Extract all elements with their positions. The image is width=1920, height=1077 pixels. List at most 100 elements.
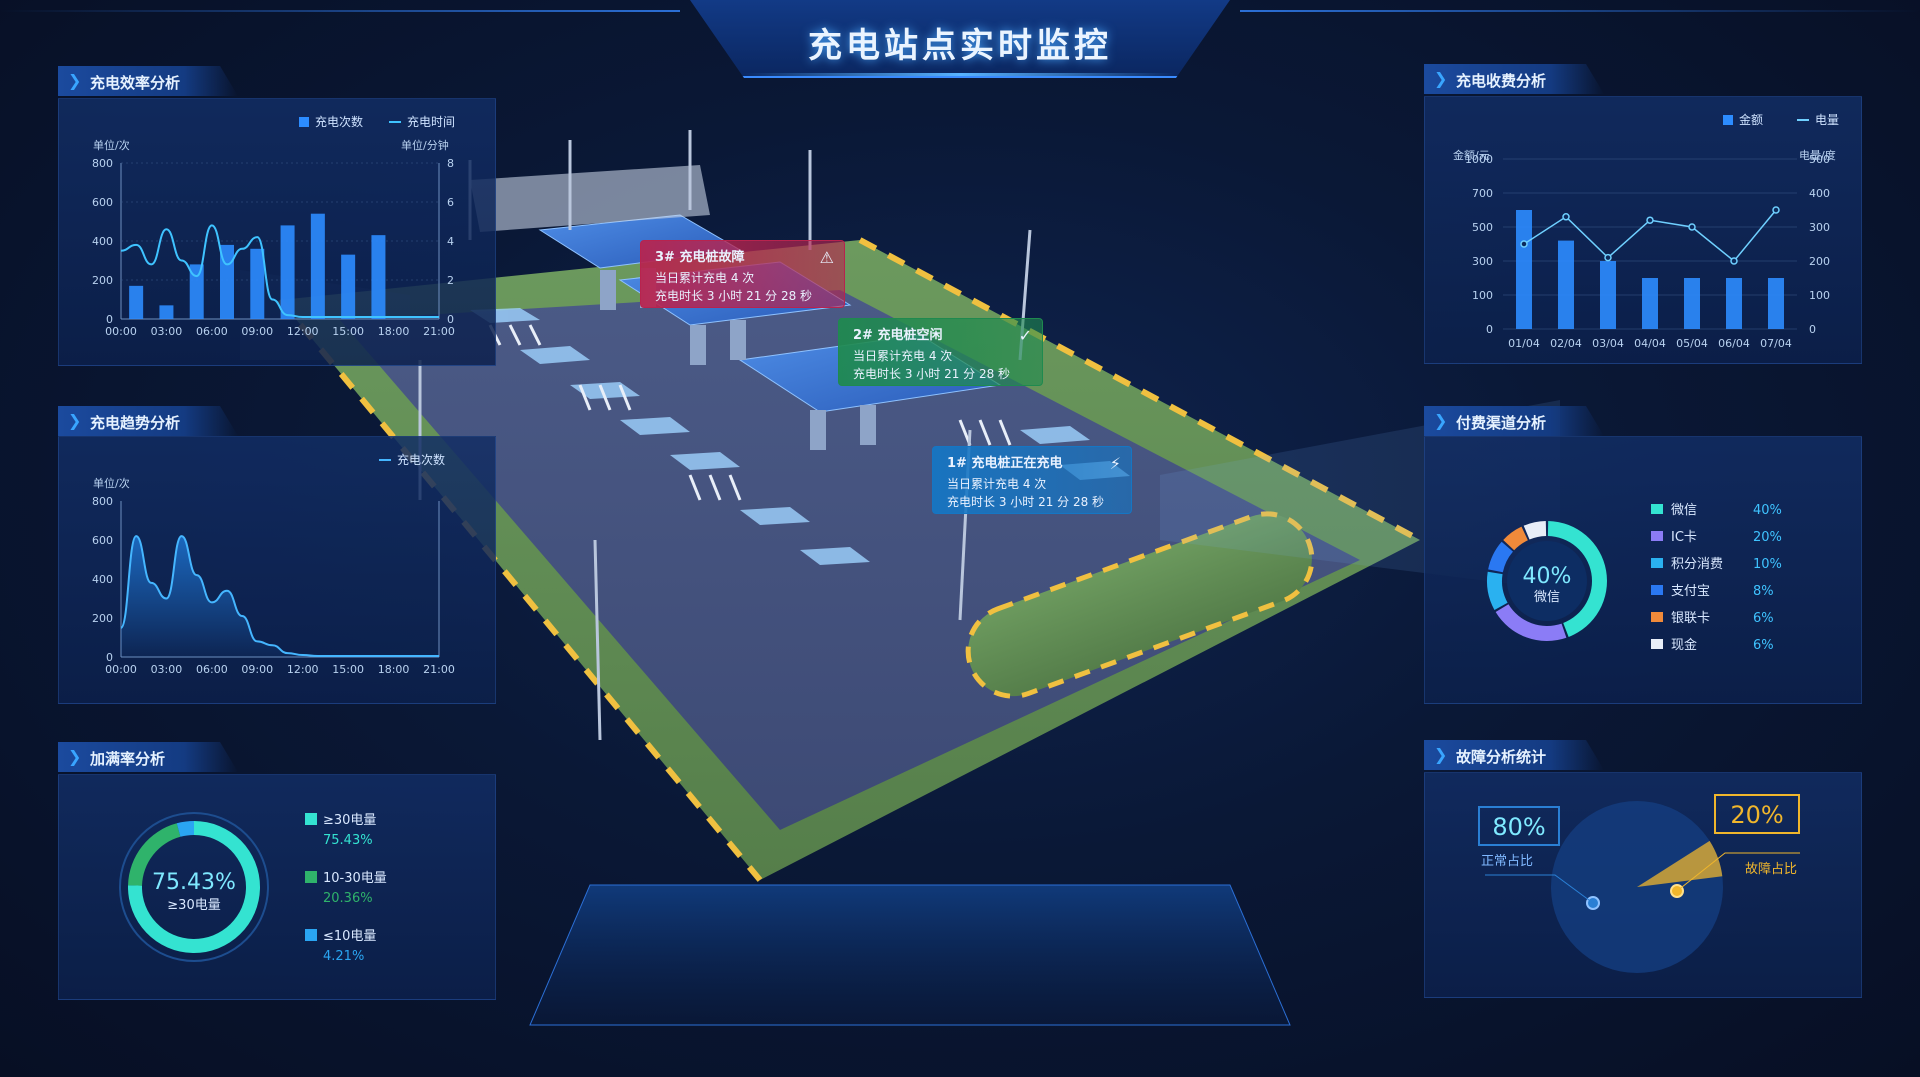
legend-label: ≤10电量 <box>323 929 376 944</box>
legend-swatch <box>305 929 317 941</box>
callout-line2: 充电时长 3 小时 21 分 28 秒 <box>947 495 1105 509</box>
area-fill <box>121 536 439 657</box>
bolt-icon: ⚡ <box>1109 454 1121 473</box>
legend-label: 微信 <box>1671 503 1697 518</box>
stat-label-fault: 故障占比 <box>1745 862 1797 877</box>
callout-line1: 当日累计充电 4 次 <box>655 271 755 285</box>
y-tick-label: 400 <box>92 573 113 586</box>
y-axis-label-left: 单位/次 <box>93 138 130 152</box>
legend-label: 银联卡 <box>1671 611 1710 626</box>
donut-outer-ring <box>119 812 269 962</box>
y-tick-label: 600 <box>92 534 113 547</box>
bar <box>159 305 174 319</box>
y-tick-label-left: 1000 <box>1465 153 1493 166</box>
x-tick-label: 15:00 <box>332 663 364 676</box>
x-tick-label: 02/04 <box>1550 337 1582 350</box>
legend-swatch <box>1651 531 1663 541</box>
line-point <box>1646 216 1654 224</box>
legend-label: IC卡 <box>1671 530 1697 545</box>
y-tick-label: 200 <box>92 612 113 625</box>
line-point <box>1730 257 1738 265</box>
y-tick-label-left: 800 <box>92 157 113 170</box>
callout-pile-2[interactable]: 2# 充电桩空闲 当日累计充电 4 次 充电时长 3 小时 21 分 28 秒 … <box>838 318 1043 386</box>
bar <box>1768 278 1784 329</box>
legend-swatch <box>1651 639 1663 649</box>
callout-pile-3[interactable]: 3# 充电桩故障 当日累计充电 4 次 充电时长 3 小时 21 分 28 秒 … <box>640 240 845 308</box>
chevron-right-icon: ❯ <box>1434 745 1448 764</box>
line-point <box>1772 206 1780 214</box>
bar <box>371 235 386 319</box>
pie-slice-fault <box>1637 840 1723 887</box>
fee-chart: 金额电量金额/元电量/度0100300500700100001002003004… <box>1453 112 1839 350</box>
y-tick-label-right: 0 <box>1809 323 1816 336</box>
y-tick-label-left: 0 <box>106 313 113 326</box>
stat-value-normal: 80% <box>1492 813 1545 841</box>
panel-title: 付费渠道分析 <box>1456 414 1547 432</box>
panel-head-fault: ❯ 故障分析统计 <box>1424 740 1604 770</box>
chevron-right-icon: ❯ <box>1434 411 1448 430</box>
y-tick-label: 800 <box>92 495 113 508</box>
stat-value-fault: 20% <box>1730 801 1783 829</box>
callout-pile-1[interactable]: 1# 充电桩正在充电 当日累计充电 4 次 充电时长 3 小时 21 分 28 … <box>932 446 1132 514</box>
x-tick-label: 04/04 <box>1634 337 1666 350</box>
x-tick-label: 09:00 <box>241 663 273 676</box>
y-axis-label-right: 电量/度 <box>1799 148 1836 162</box>
panel-head-fullrate: ❯ 加满率分析 <box>58 742 238 772</box>
curb-right <box>858 237 1422 543</box>
bar <box>310 213 325 319</box>
callout-line1: 当日累计充电 4 次 <box>947 477 1047 491</box>
bar <box>1600 261 1616 329</box>
legend-value: 6% <box>1753 638 1774 653</box>
legend-label: 10-30电量 <box>323 871 387 886</box>
legend-value: 20% <box>1753 530 1782 545</box>
callout-line2: 充电时长 3 小时 21 分 28 秒 <box>655 289 813 303</box>
y-tick-label-left: 0 <box>1486 323 1493 336</box>
y-axis-label-right: 单位/分钟 <box>401 138 449 152</box>
donut-slice <box>1547 521 1607 637</box>
panel-title: 故障分析统计 <box>1456 748 1547 766</box>
y-tick-label-right: 0 <box>447 313 454 326</box>
y-tick-label-right: 400 <box>1809 187 1830 200</box>
donut-slice <box>128 823 181 886</box>
x-tick-label: 05/04 <box>1676 337 1708 350</box>
x-tick-label: 01/04 <box>1508 337 1540 350</box>
line-point <box>1688 223 1696 231</box>
legend-value: 40% <box>1753 503 1782 518</box>
x-tick-label: 18:00 <box>378 663 410 676</box>
legend-label: 支付宝 <box>1671 584 1710 599</box>
callout-line2: 充电时长 3 小时 21 分 28 秒 <box>853 367 1011 381</box>
fullrate-chart: 75.43%≥30电量≥30电量75.43%10-30电量20.36%≤10电量… <box>119 812 387 964</box>
donut-slice <box>176 821 194 837</box>
building <box>470 165 710 232</box>
x-tick-label: 21:00 <box>423 663 455 676</box>
legend-label: 金额 <box>1739 112 1763 127</box>
chevron-right-icon: ❯ <box>68 411 82 430</box>
legend-label: 充电次数 <box>397 452 445 467</box>
legend-value: 6% <box>1753 611 1774 626</box>
y-tick-label-right: 200 <box>1809 255 1830 268</box>
y-tick-label-right: 6 <box>447 196 454 209</box>
y-tick-label: 0 <box>106 651 113 664</box>
series-line <box>120 224 439 319</box>
callout-line1: 当日累计充电 4 次 <box>853 349 953 363</box>
x-tick-label: 06/04 <box>1718 337 1750 350</box>
donut-slice <box>1488 541 1513 573</box>
donut-center-value: 75.43% <box>152 870 236 895</box>
callout-title: 2# 充电桩空闲 <box>853 328 943 343</box>
x-tick-label: 06:00 <box>196 325 228 338</box>
y-tick-label-right: 300 <box>1809 221 1830 234</box>
bar <box>189 264 204 319</box>
panel-title: 充电效率分析 <box>90 74 181 92</box>
legend-swatch <box>1651 585 1663 595</box>
donut-center-label: 微信 <box>1534 590 1560 605</box>
legend-value: 75.43% <box>323 833 373 848</box>
x-tick-label: 15:00 <box>332 325 364 338</box>
donut-slice <box>1487 571 1508 610</box>
check-icon: ✓ <box>1018 326 1032 345</box>
y-tick-label-right: 4 <box>447 235 454 248</box>
legend-label: 充电时间 <box>407 114 455 129</box>
grass-island <box>965 511 1315 699</box>
